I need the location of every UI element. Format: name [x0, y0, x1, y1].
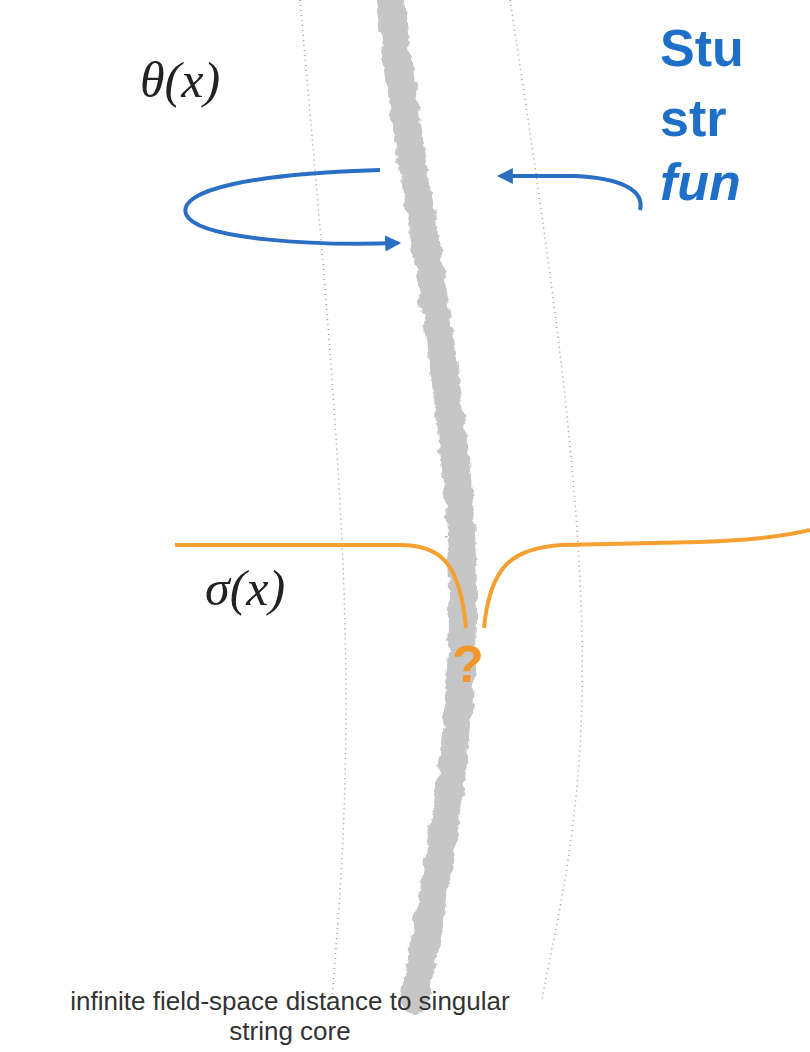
- field-profile: [484, 530, 810, 628]
- heading-fragment: str: [660, 88, 726, 148]
- winding-arrow: [185, 170, 398, 244]
- field-profile: [175, 545, 466, 628]
- question-mark: ?: [452, 634, 484, 694]
- winding-arrow: [500, 174, 575, 178]
- dotted-boundary: [300, 0, 346, 1000]
- dotted-boundary: [510, 0, 582, 1000]
- string-core: [390, 0, 463, 1000]
- heading-fragment: Stu: [660, 18, 744, 78]
- heading-fragment: fun: [660, 152, 741, 212]
- winding-arrow: [575, 176, 641, 210]
- angle-label: θ(x): [140, 52, 220, 109]
- field-label: σ(x): [205, 560, 285, 617]
- caption-note: infinite field-space distance to singula…: [60, 986, 520, 1046]
